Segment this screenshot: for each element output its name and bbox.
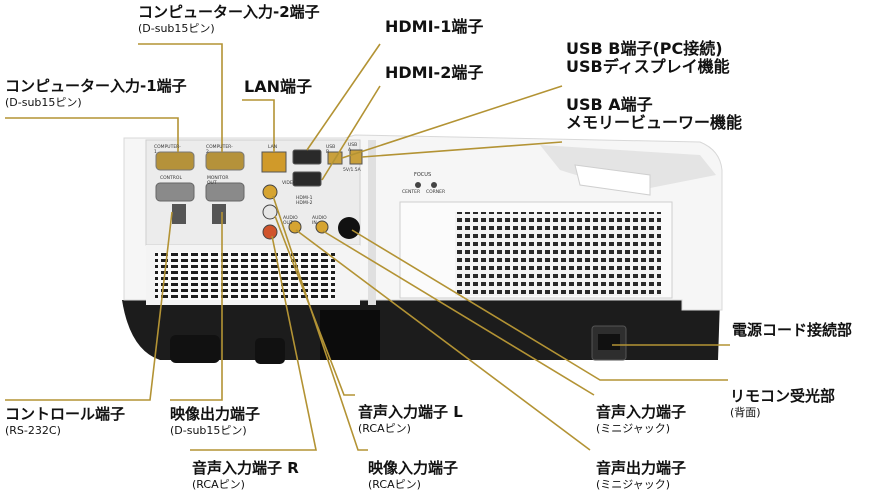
label-hdmi-2: HDMI-2端子 bbox=[385, 63, 484, 82]
leader-remote bbox=[351, 229, 728, 381]
port-hdmi-2 bbox=[292, 171, 322, 187]
label-remote: リモコン受光部 (背面) bbox=[730, 387, 836, 420]
panel-computer2: COMPUTER-2 bbox=[206, 145, 233, 155]
leader-usb-a bbox=[361, 141, 563, 158]
panel-control: CONTROL bbox=[160, 176, 182, 181]
port-audio-in-r bbox=[262, 224, 278, 240]
label-computer-in-2: コンピューター入力-2端子 (D-sub15ピン) bbox=[138, 3, 320, 36]
port-audio-in-mini bbox=[315, 220, 329, 234]
panel-usb-power: 5V/1.5A bbox=[343, 168, 361, 173]
label-lan: LAN端子 bbox=[244, 77, 312, 96]
label-video-in: 映像入力端子 (RCAピン) bbox=[368, 459, 459, 492]
label-usb-a: USB A端子 メモリービューワー機能 bbox=[566, 95, 743, 133]
leader-control bbox=[5, 211, 173, 401]
label-audio-in-r: 音声入力端子 R (RCAピン) bbox=[192, 459, 299, 492]
port-control bbox=[155, 182, 195, 202]
leader-audio-out bbox=[295, 229, 591, 451]
leader-hdmi-2 bbox=[321, 85, 381, 181]
port-audio-out bbox=[288, 220, 302, 234]
port-computer-2 bbox=[205, 151, 245, 171]
leader-computer-1 bbox=[5, 117, 179, 152]
panel-focus: FOCUS bbox=[414, 172, 432, 178]
io-panel-center bbox=[368, 140, 376, 305]
port-audio-in-l bbox=[262, 204, 278, 220]
label-usb-b: USB B端子(PC接続) USBディスプレイ機能 bbox=[566, 39, 730, 77]
leader-video-in bbox=[272, 195, 368, 451]
port-hdmi-1 bbox=[292, 149, 322, 165]
remote-sensor bbox=[338, 217, 360, 239]
leader-usb-b bbox=[341, 85, 563, 159]
leader-computer-2 bbox=[138, 43, 223, 152]
leader-audio-in-mini bbox=[322, 230, 595, 396]
panel-lan: LAN bbox=[268, 145, 278, 150]
panel-usb-a: USB A bbox=[348, 143, 358, 153]
label-audio-in-l: 音声入力端子 L (RCAピン) bbox=[358, 403, 463, 436]
label-computer-in-1: コンピューター入力-1端子 (D-sub15ピン) bbox=[5, 77, 187, 110]
leader-audio-in-r bbox=[190, 235, 317, 451]
panel-video: VIDEO bbox=[282, 181, 297, 186]
panel-hdmi: HDMI-1 HDMI-2 bbox=[296, 196, 313, 206]
port-computer-1 bbox=[155, 151, 195, 171]
panel-audio-in: AUDIO IN bbox=[312, 216, 327, 226]
panel-computer1: COMPUTER-1 bbox=[154, 145, 181, 155]
port-lan bbox=[261, 151, 287, 173]
label-hdmi-1: HDMI-1端子 bbox=[385, 17, 484, 36]
port-monitor-out bbox=[205, 182, 245, 202]
panel-corner: CORNER bbox=[426, 190, 446, 195]
port-video-in bbox=[262, 184, 278, 200]
label-audio-out-mini: 音声出力端子 (ミニジャック) bbox=[596, 459, 687, 492]
panel-usb-b: USB B bbox=[326, 145, 336, 155]
label-power: 電源コード接続部 bbox=[732, 321, 853, 339]
leader-hdmi-1 bbox=[306, 43, 381, 151]
panel-center: CENTER bbox=[402, 190, 421, 195]
leader-audio-in-l bbox=[274, 215, 355, 396]
label-monitor-out: 映像出力端子 (D-sub15ピン) bbox=[170, 405, 261, 438]
label-audio-in-mini: 音声入力端子 (ミニジャック) bbox=[596, 403, 687, 436]
panel-monitor-out: MONITOR OUT bbox=[207, 176, 229, 186]
panel-audio-out: AUDIO OUT bbox=[283, 216, 298, 226]
label-control: コントロール端子 (RS-232C) bbox=[5, 405, 126, 438]
leader-monitor-out bbox=[170, 212, 223, 401]
leader-lan bbox=[242, 99, 275, 152]
